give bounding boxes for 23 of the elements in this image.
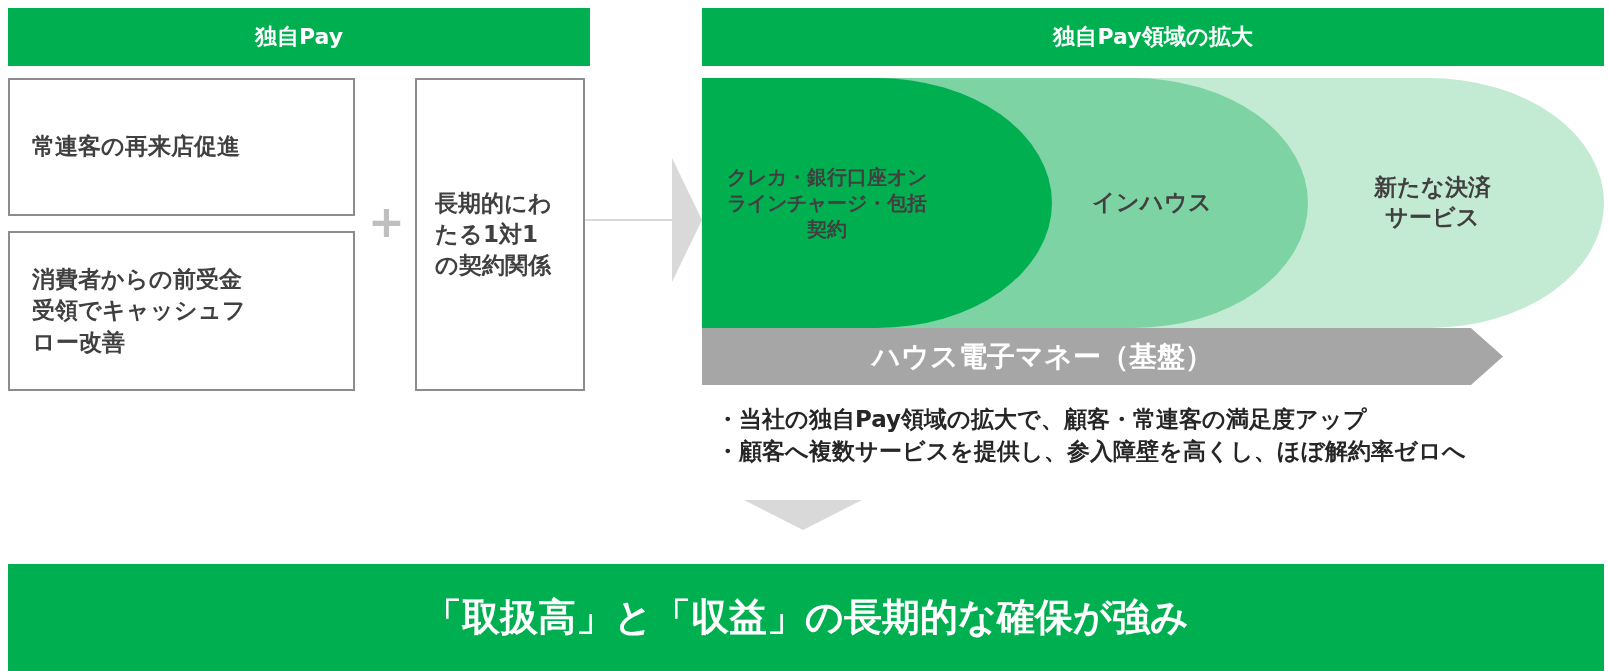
plus-sign: +	[368, 196, 405, 247]
arrow-text: ハウス電子マネー（基盤）	[872, 338, 1213, 375]
scope-text: 新たな決済サービス	[1372, 173, 1492, 232]
scope-text: クレカ・銀行口座オンラインチャージ・包括契約	[726, 164, 928, 242]
conclusion-text: 「取扱高」と「収益」の長期的な確保が強み	[423, 594, 1189, 641]
chevron-arrow	[584, 158, 703, 282]
content-box	[8, 231, 355, 391]
scope-shape	[702, 78, 1308, 328]
box-text: 常連客の再来店促進	[32, 132, 240, 162]
scope-shape	[702, 78, 1052, 328]
scope-shape	[702, 78, 1604, 328]
content-box	[8, 78, 355, 216]
header-title: 独自Pay	[254, 23, 343, 51]
header-bar	[702, 8, 1604, 66]
content-box	[415, 78, 585, 391]
box-text: 消費者からの前受金受領でキャッシュフロー改善	[32, 265, 247, 357]
conclusion-bar	[8, 564, 1604, 671]
bullet-text: ・当社の独自Pay領域の拡大で、顧客・常連客の満足度アップ	[716, 405, 1368, 434]
bullet-text: ・顧客へ複数サービスを提供し、参入障壁を高くし、ほぼ解約率ゼロへ	[716, 437, 1466, 466]
box-text: 長期的にわたる1対1の契約関係	[435, 188, 553, 280]
scope-text: インハウス	[1092, 188, 1212, 218]
header-title: 独自Pay領域の拡大	[1053, 23, 1253, 51]
header-bar	[8, 8, 590, 66]
